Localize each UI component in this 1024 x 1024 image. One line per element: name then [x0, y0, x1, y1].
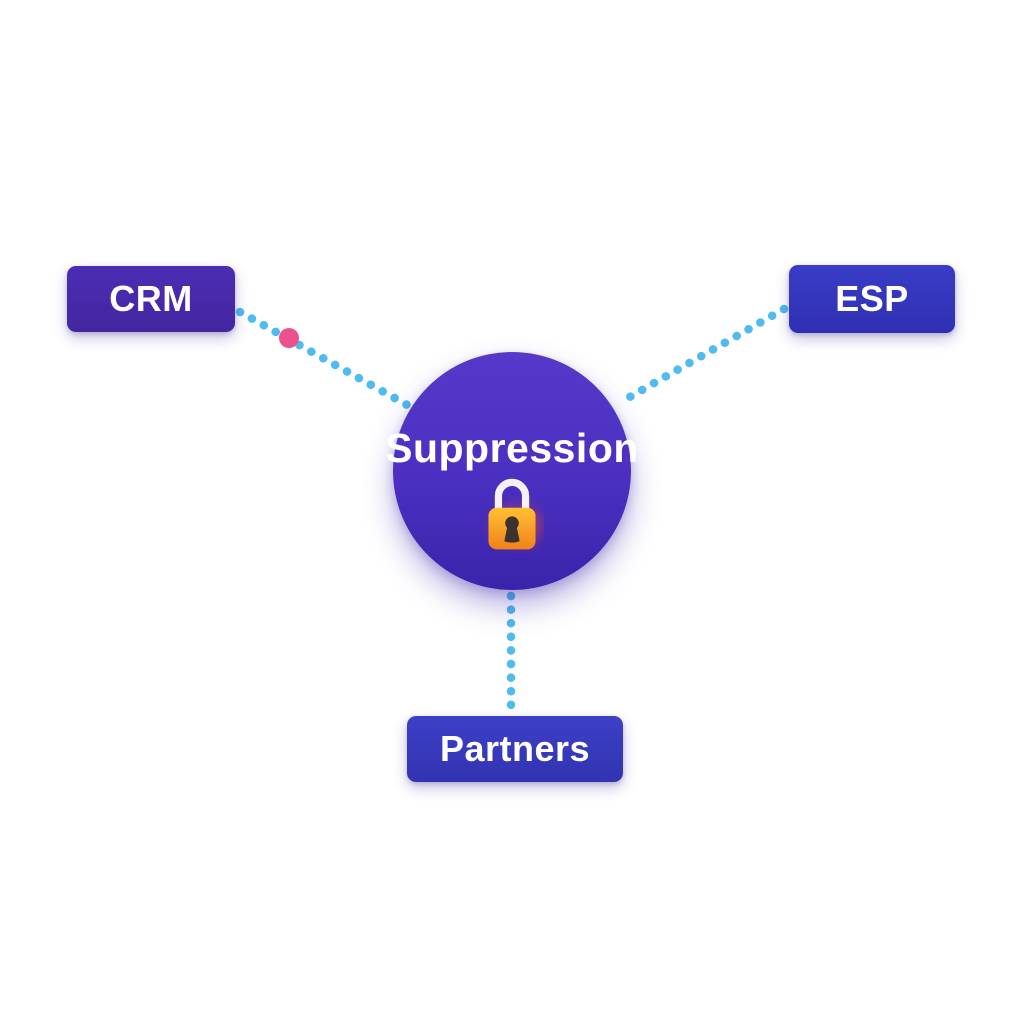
pink-dot-marker — [279, 328, 299, 348]
edge-esp-suppression — [616, 304, 789, 407]
node-crm: CRM — [67, 266, 235, 332]
node-esp: ESP — [789, 265, 955, 333]
hub-label: Suppression — [385, 424, 639, 471]
lock-shackle — [494, 478, 530, 517]
node-partners-label: Partners — [439, 728, 591, 769]
lock-keyhole-stem — [504, 525, 520, 543]
edge-crm-suppression — [235, 307, 414, 411]
node-crm-label: CRM — [109, 278, 193, 319]
lock-icon — [488, 478, 543, 549]
hub-suppression: Suppression — [385, 352, 638, 590]
node-partners: Partners — [407, 716, 623, 782]
node-esp-label: ESP — [835, 278, 909, 319]
